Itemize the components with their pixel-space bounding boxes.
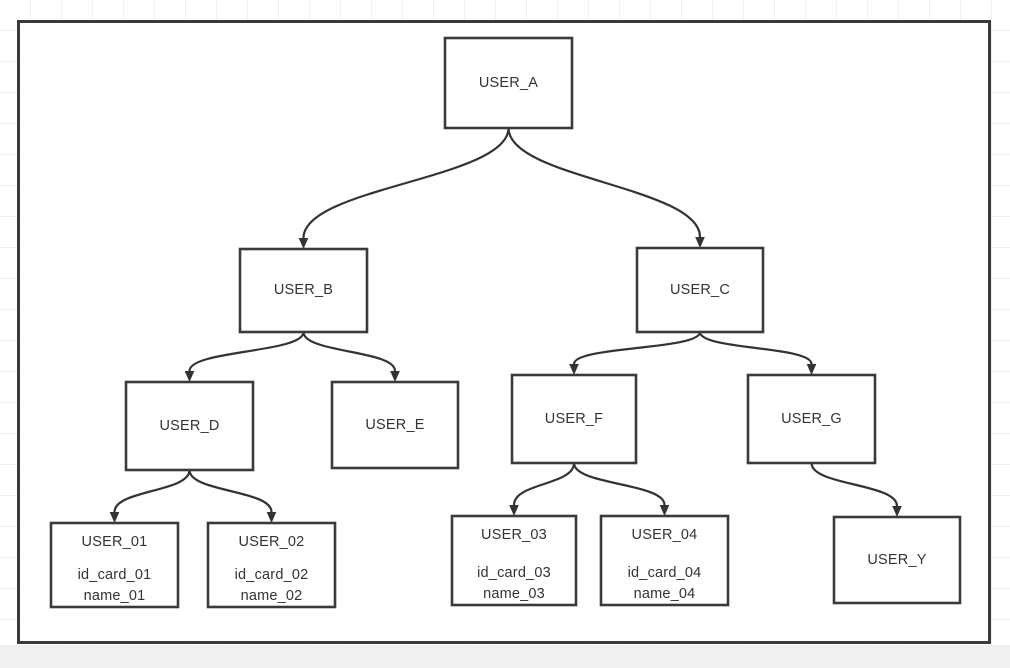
node-title-user_a: USER_A	[478, 74, 539, 91]
node-title-user_y: USER_Y	[867, 551, 927, 568]
node-user_a[interactable]: USER_A	[445, 38, 572, 128]
node-box-user_03[interactable]	[450, 514, 578, 607]
node-box-user_y[interactable]	[832, 515, 962, 605]
node-user_f[interactable]: USER_F	[512, 375, 636, 463]
node-attribute-user_01-1: name_01	[83, 588, 146, 604]
edge-user_g-to-user_y	[810, 462, 899, 507]
edge-user_c-to-user_f	[572, 331, 702, 365]
node-user_e[interactable]: USER_E	[332, 382, 458, 468]
node-layer	[49, 36, 962, 609]
node-box-user_c[interactable]	[635, 246, 765, 334]
node-user_c[interactable]: USER_C	[637, 248, 763, 332]
footer-strip	[0, 645, 1010, 668]
node-box-user_04[interactable]	[599, 514, 730, 607]
node-attribute-user_04-0: id_card_04	[627, 565, 702, 581]
node-title-user_02: USER_02	[238, 534, 305, 550]
node-user_d[interactable]: USER_D	[126, 382, 253, 470]
node-user_01[interactable]: USER_01 id_card_01 name_01	[51, 523, 178, 607]
node-box-user_d[interactable]	[124, 380, 255, 472]
node-user_03[interactable]: USER_03 id_card_03 name_03	[452, 516, 576, 605]
node-attribute-user_02-1: name_02	[240, 588, 303, 604]
edge-user_a-to-user_b	[302, 127, 510, 239]
node-attribute-user_04-1: name_04	[633, 586, 696, 602]
edge-user_b-to-user_e	[302, 331, 397, 372]
edge-user_b-to-user_d	[188, 331, 305, 372]
node-attribute-user_02-0: id_card_02	[234, 567, 309, 583]
node-title-user_e: USER_E	[365, 416, 425, 433]
node-title-user_f: USER_F	[544, 410, 604, 427]
node-attribute-user_01-0: id_card_01	[77, 567, 152, 583]
node-user_y[interactable]: USER_Y	[834, 517, 960, 603]
node-attribute-user_03-1: name_03	[483, 586, 545, 602]
node-title-user_g: USER_G	[781, 410, 842, 427]
edge-user_c-to-user_g	[698, 331, 813, 365]
node-user_02[interactable]: USER_02 id_card_02 name_02	[208, 523, 335, 607]
edge-user_f-to-user_03	[512, 462, 576, 506]
node-box-user_e[interactable]	[330, 380, 460, 470]
edge-user_d-to-user_01	[113, 469, 191, 513]
edge-user_d-to-user_02	[188, 469, 273, 513]
node-title-user_03: USER_03	[481, 527, 547, 543]
node-title-user_c: USER_C	[669, 281, 731, 298]
node-user_04[interactable]: USER_04 id_card_04 name_04	[601, 516, 728, 605]
node-box-user_02[interactable]	[206, 521, 337, 609]
node-box-user_g[interactable]	[746, 373, 877, 465]
edge-user_f-to-user_04	[572, 462, 666, 506]
node-title-user_b: USER_B	[273, 282, 334, 298]
edge-user_a-to-user_c	[507, 127, 702, 238]
node-title-user_01: USER_01	[81, 534, 148, 550]
node-attribute-user_03-0: id_card_03	[477, 565, 551, 581]
node-box-user_f[interactable]	[510, 373, 638, 465]
node-user_b[interactable]: USER_B	[240, 249, 367, 332]
node-user_g[interactable]: USER_G	[748, 375, 875, 463]
node-title-user_04: USER_04	[631, 527, 698, 543]
node-box-user_a[interactable]	[443, 36, 574, 130]
node-box-user_b[interactable]	[238, 247, 369, 334]
node-box-user_01[interactable]	[49, 521, 180, 609]
node-title-user_d: USER_D	[159, 417, 220, 434]
